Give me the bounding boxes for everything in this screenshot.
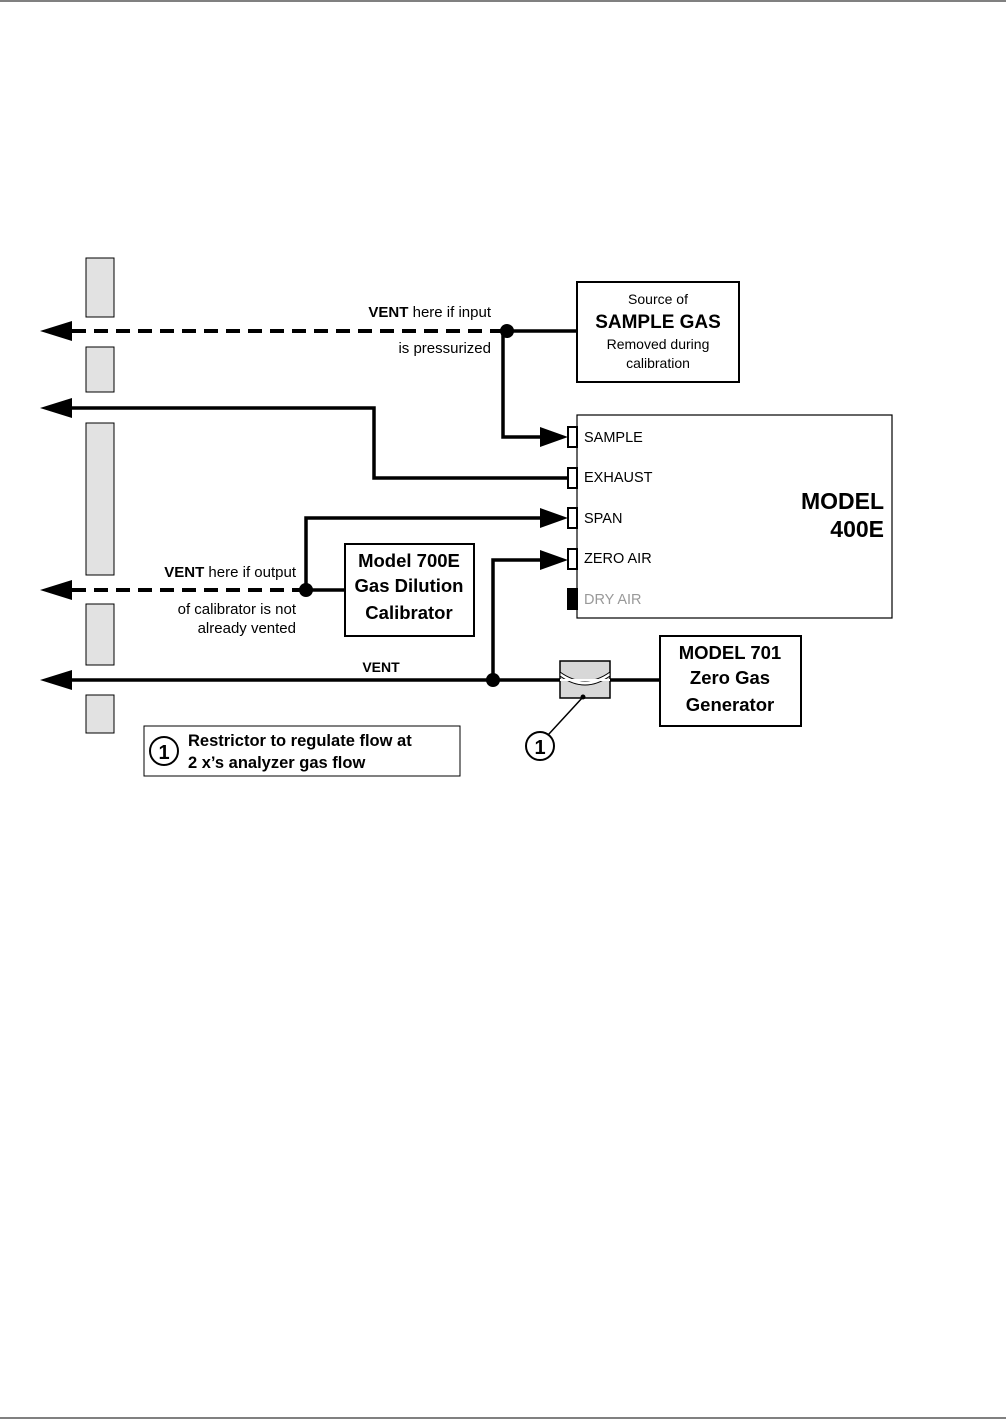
restrictor-callout-leader <box>547 696 584 736</box>
wall-segment <box>85 694 115 734</box>
sample-source-line3: Removed during <box>607 336 710 352</box>
legend-number-circle <box>149 736 179 766</box>
vent-label: VENT <box>362 659 400 675</box>
zero-air-arrow-icon <box>540 550 568 570</box>
vent-calibrator-label-line3: already vented <box>198 620 296 637</box>
wall-segment <box>85 346 115 393</box>
wall <box>85 257 115 734</box>
vent-input-label: VENT here if input <box>368 304 491 321</box>
restrictor-callout-dot <box>580 694 586 700</box>
exhaust-arrow-icon <box>40 398 72 418</box>
restrictor-callout-number: 1 <box>534 737 545 759</box>
port-exhaust-fitting <box>567 467 578 489</box>
zero-air-line <box>491 558 540 680</box>
calibrator-line3: Calibrator <box>365 602 452 623</box>
vent-calibrator-arrow-icon <box>40 580 72 600</box>
wall-segment <box>85 257 115 318</box>
restrictor-icon <box>559 660 611 699</box>
analyzer-model-line1: MODEL <box>801 488 884 514</box>
analyzer-model-line2: 400E <box>830 516 884 542</box>
port-exhaust-label: EXHAUST <box>584 470 653 486</box>
port-zero-air-label: ZERO AIR <box>584 551 652 567</box>
sample-gas-source-box <box>576 281 740 383</box>
vent-calibrator-label-line2: of calibrator is not <box>178 601 297 618</box>
port-dry-air-fitting <box>567 588 578 610</box>
legend-line2: 2 x’s analyzer gas flow <box>188 754 365 772</box>
zero-gen-line1: MODEL 701 <box>679 642 781 663</box>
vent-input-arrow-icon <box>40 321 72 341</box>
exhaust-line <box>72 406 568 480</box>
zero-gen-line2: Zero Gas <box>690 667 770 688</box>
legend-number: 1 <box>158 742 169 764</box>
sample-arrow-icon <box>540 427 568 447</box>
port-dry-air-label: DRY AIR <box>584 592 642 608</box>
calibrator-box <box>344 543 475 637</box>
port-span-label: SPAN <box>584 511 622 527</box>
span-arrow-icon <box>540 508 568 528</box>
port-sample-fitting <box>567 426 578 448</box>
analyzer-ports <box>567 426 578 610</box>
vent-input-label-line2: is pressurized <box>398 340 491 357</box>
sample-source-line4: calibration <box>626 355 690 371</box>
span-line <box>304 516 540 590</box>
zero-gas-generator-box <box>659 635 802 727</box>
vent-arrow-icon <box>40 670 72 690</box>
port-zero-air-fitting <box>567 548 578 570</box>
wall-segment <box>85 603 115 666</box>
legend-line1: Restrictor to regulate flow at <box>188 732 412 750</box>
calibrator-line2: Gas Dilution <box>355 575 464 596</box>
sample-line <box>501 331 540 439</box>
vent-calibrator-label: VENT here if output <box>164 564 297 581</box>
zero-gen-line3: Generator <box>686 694 774 715</box>
legend-box <box>143 725 461 777</box>
calibrator-line1: Model 700E <box>358 550 460 571</box>
sample-source-line1: Source of <box>628 291 688 307</box>
sample-source-line2: SAMPLE GAS <box>595 312 721 333</box>
port-sample-label: SAMPLE <box>584 430 643 446</box>
port-span-fitting <box>567 507 578 529</box>
calibrator-tee-junction <box>299 583 313 597</box>
zero-tee-junction <box>486 673 500 687</box>
analyzer-box <box>576 414 893 619</box>
restrictor-callout-circle <box>525 731 555 761</box>
wall-segment <box>85 422 115 576</box>
